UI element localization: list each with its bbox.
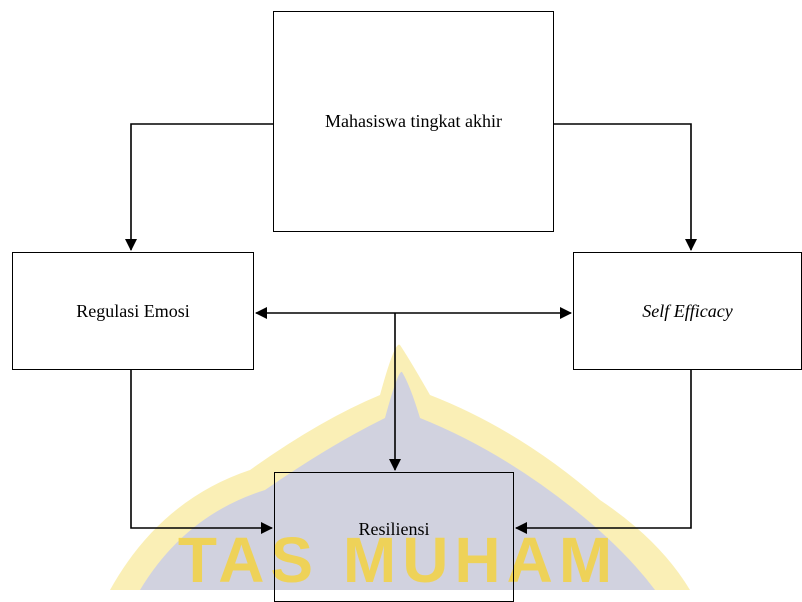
node-label: Regulasi Emosi [76, 300, 190, 321]
node-regulasi-emosi: Regulasi Emosi [12, 252, 254, 370]
edge-top-to-left [125, 123, 273, 251]
edge-left-to-bottom [130, 370, 273, 534]
node-self-efficacy: Self Efficacy [573, 252, 802, 370]
watermark-text: TAS MUHAM [178, 524, 618, 590]
node-label: Mahasiswa tingkat akhir [325, 111, 502, 131]
edge-top-to-right [554, 123, 697, 251]
node-resiliensi: Resiliensi [274, 472, 514, 602]
node-mahasiswa-tingkat-akhir: Mahasiswa tingkat akhir [273, 11, 554, 232]
node-label: Self Efficacy [642, 300, 733, 321]
node-label: Resiliensi [358, 518, 430, 539]
edge-right-to-bottom [515, 370, 692, 534]
